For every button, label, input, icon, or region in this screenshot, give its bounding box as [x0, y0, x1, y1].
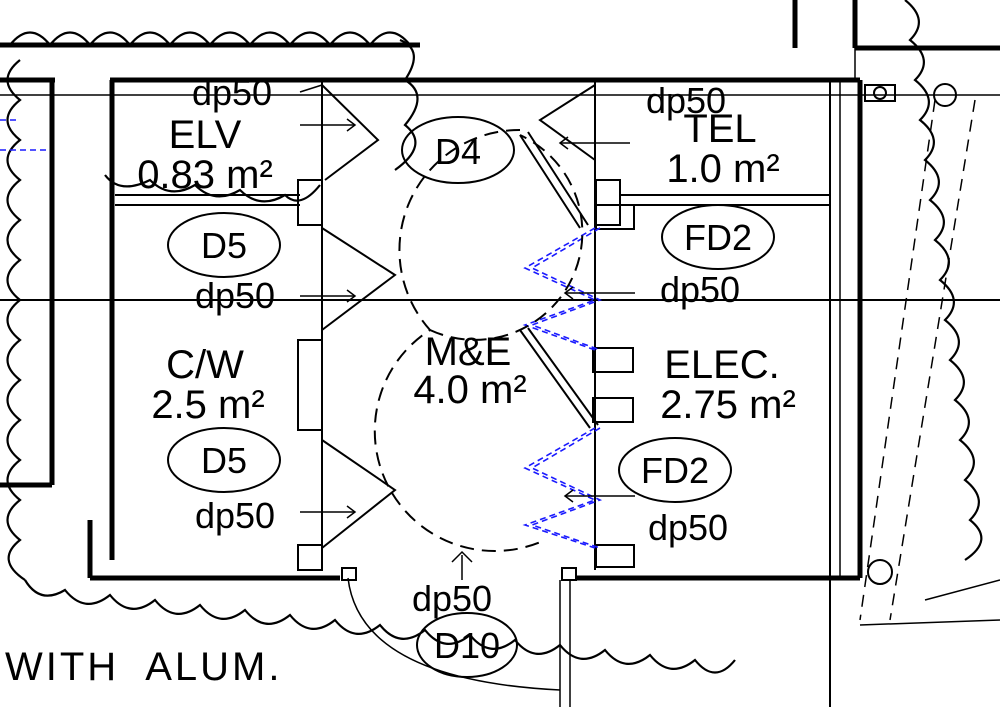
room-area-me: 4.0 m² — [413, 368, 526, 412]
note-bottom-left: WITH ALUM. — [5, 645, 282, 689]
door-tag-d10: D10 — [434, 625, 500, 666]
dp-label-elec-upper: dp50 — [660, 269, 740, 310]
door-frames — [297, 83, 957, 585]
room-area-tel: 1.0 m² — [666, 147, 779, 191]
dp-label-tel: dp50 — [646, 80, 726, 121]
room-name-elv: ELV — [169, 113, 242, 157]
turning-circle — [373, 128, 546, 552]
dp-label-cw-lower: dp50 — [195, 495, 275, 536]
dp-label-me-bottom: dp50 — [412, 578, 492, 619]
dp-label-cw-upper: dp50 — [195, 275, 275, 316]
room-name-elec: ELEC. — [664, 343, 780, 387]
door-tag-fd2-lower: FD2 — [641, 450, 709, 491]
dp-label-elv: dp50 — [192, 72, 272, 113]
walls — [0, 0, 1000, 581]
room-name-tel: TEL — [683, 107, 756, 151]
door-tag-ellipses — [167, 116, 775, 678]
door-tag-d4: D4 — [435, 131, 481, 172]
door-tag-d5-lower: D5 — [201, 440, 247, 481]
hidden-door-swings — [0, 119, 603, 549]
room-name-me: M&E — [425, 330, 512, 374]
room-area-cw: 2.5 m² — [151, 383, 264, 427]
door-leaves — [321, 84, 599, 691]
partitions — [115, 0, 1000, 707]
turning-circle-arc — [429, 134, 584, 341]
dp-label-elec-lower: dp50 — [648, 507, 728, 548]
door-tag-d5-upper: D5 — [201, 225, 247, 266]
room-name-cw: C/W — [166, 343, 244, 387]
room-area-elv: 0.83 m² — [137, 153, 273, 197]
revision-cloud — [6, 0, 983, 674]
room-area-elec: 2.75 m² — [660, 383, 796, 427]
dp-arrows — [299, 84, 635, 519]
door-tag-fd2-upper: FD2 — [684, 217, 752, 258]
